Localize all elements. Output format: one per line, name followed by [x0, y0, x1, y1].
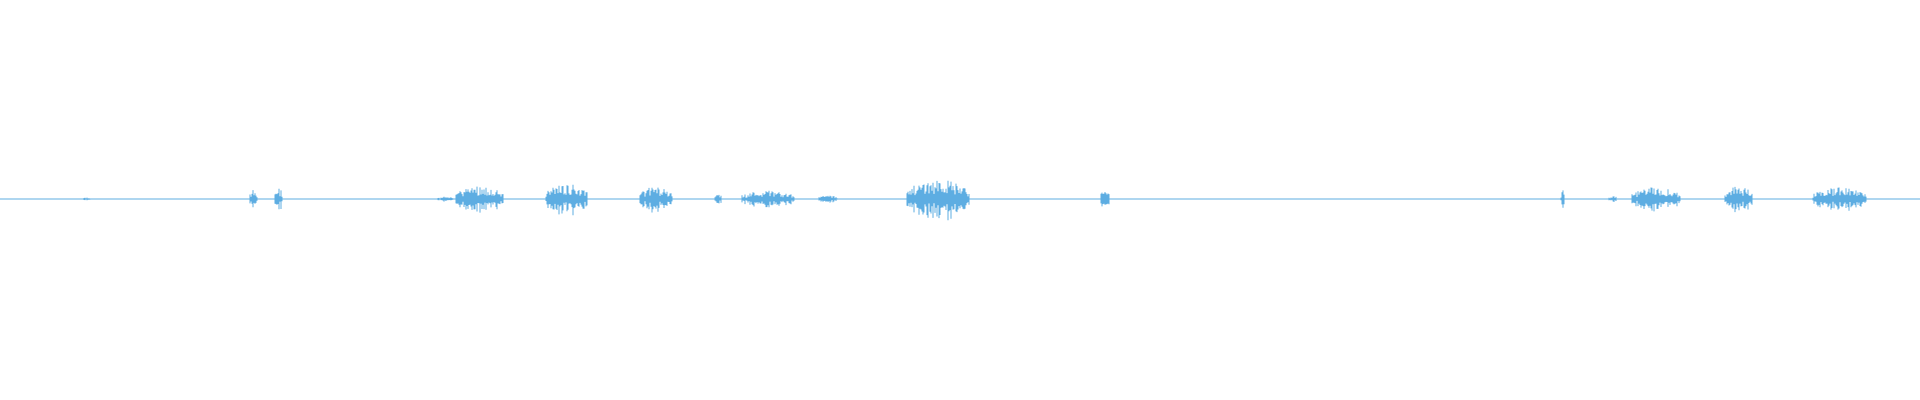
waveform-trace: [0, 180, 1920, 221]
